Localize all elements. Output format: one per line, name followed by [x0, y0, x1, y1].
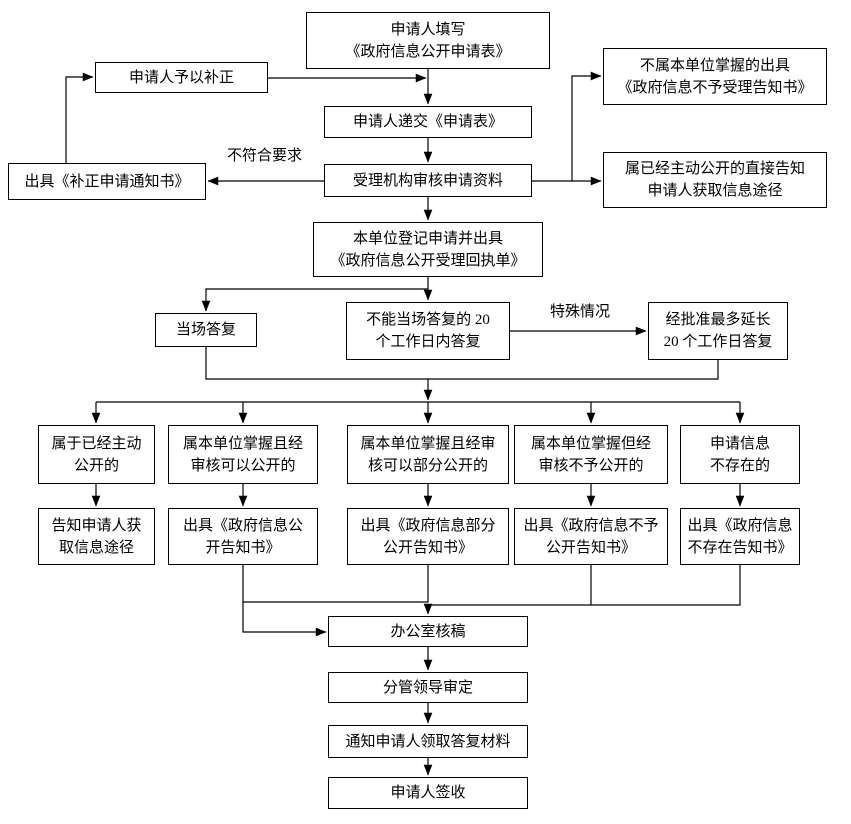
node-notify-collect-materials: 通知申请人领取答复材料 — [328, 725, 528, 758]
node-cat-can-disclose: 属本单位掌握且经 审核可以公开的 — [168, 425, 318, 484]
node-issue-supplement-notice: 出具《补正申请通知书》 — [8, 163, 206, 200]
node-cat-not-disclose: 属本单位掌握但经 审核不予公开的 — [514, 425, 668, 484]
edge-label-special-case: 特殊情况 — [548, 303, 613, 321]
edge-correction-to-supplement — [65, 72, 94, 163]
node-cat-partial-disclose: 属本单位掌握且经审 核可以部分公开的 — [347, 425, 509, 484]
node-result-non-disclosure-notice: 出具《政府信息不予 公开告知书》 — [514, 508, 668, 565]
node-onspot-reply: 当场答复 — [155, 313, 257, 347]
node-result-not-exist-notice: 出具《政府信息 不存在告知书》 — [680, 508, 800, 565]
node-leader-approve: 分管领导审定 — [328, 672, 528, 703]
edge-collector-line — [205, 347, 719, 380]
edge-register-to-onspot — [201, 288, 428, 312]
edge-res23-to-office — [242, 565, 429, 637]
node-office-review-draft: 办公室核稿 — [328, 616, 528, 647]
node-review-materials: 受理机构审核申请资料 — [324, 164, 532, 197]
node-result-disclosure-notice: 出具《政府信息公 开告知书》 — [168, 508, 318, 565]
node-submit-form: 申请人递交《申请表》 — [324, 106, 532, 138]
node-extend-20-days: 经批准最多延长 20 个工作日答复 — [648, 302, 788, 360]
node-applicant-sign: 申请人签收 — [328, 777, 528, 809]
node-reply-within-20-days: 不能当场答复的 20 个工作日内答复 — [346, 302, 510, 360]
node-fill-application-form: 申请人填写 《政府信息公开申请表》 — [306, 12, 550, 69]
edge-label-not-meeting-requirements: 不符合要求 — [225, 147, 305, 165]
node-result-inform-access-way: 告知申请人获 取信息途径 — [38, 508, 155, 565]
node-register-and-receipt: 本单位登记申请并出具 《政府信息公开受理回执单》 — [313, 222, 543, 277]
node-already-public-inform: 属已经主动公开的直接告知 申请人获取信息途径 — [603, 152, 827, 208]
node-result-partial-disclosure-notice: 出具《政府信息部分 公开告知书》 — [347, 508, 509, 565]
node-cat-already-public: 属于已经主动 公开的 — [38, 425, 155, 484]
edge-review-to-not-held — [571, 71, 602, 181]
edges — [65, 68, 745, 776]
node-not-held-notice: 不属本单位掌握的出具 《政府信息不予受理告知书》 — [603, 48, 827, 105]
node-applicant-supplement: 申请人予以补正 — [95, 62, 268, 93]
node-cat-not-exist: 申请信息 不存在的 — [680, 425, 800, 484]
edge-res45-to-office — [423, 565, 741, 615]
